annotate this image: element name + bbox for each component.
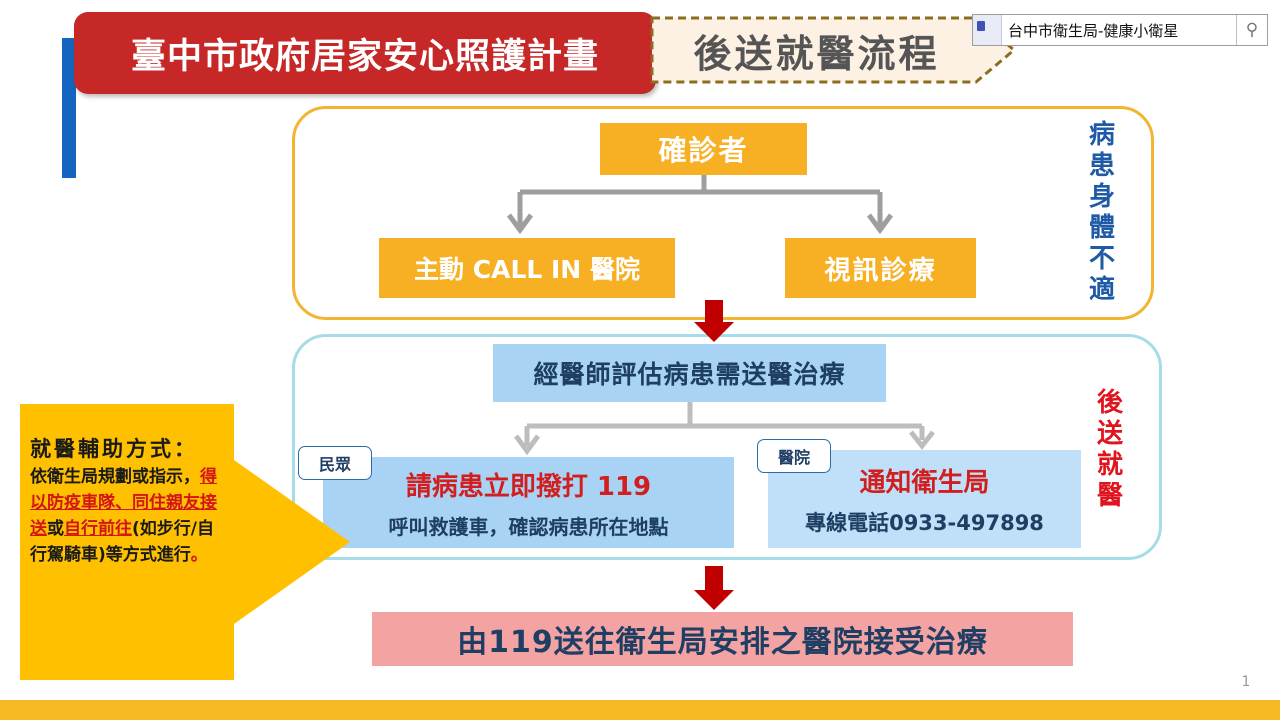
title-accent-bar [62, 38, 76, 178]
side-char: 身 [1088, 182, 1115, 212]
callout-arrow-shape [20, 404, 350, 680]
side-label-transfer: 後 送 就 醫 [1090, 388, 1130, 512]
search-box[interactable]: 台中市衛生局-健康小衛星 ⚲ [972, 14, 1268, 46]
side-char: 後 [1096, 388, 1123, 418]
callout-highlight-1: 得以防疫車隊、同住親友接送 [30, 467, 217, 539]
box-call-in-hospital: 主動 CALL IN 醫院 [379, 238, 675, 298]
callout-text-mid: 或 [47, 519, 64, 539]
box-confirmed-case: 確診者 [600, 123, 807, 175]
side-char: 醫 [1096, 481, 1123, 511]
callout-highlight-2: 自行前往 [64, 519, 132, 539]
side-label-symptoms: 病 患 身 體 不 適 [1082, 120, 1122, 306]
callout-text-post: (如步行/自行駕騎車)等方式進行 [30, 519, 214, 565]
hospital-desc: 專線電話0933-497898 [805, 510, 1044, 535]
side-char: 患 [1088, 151, 1115, 181]
side-char: 就 [1096, 450, 1123, 480]
subtitle-banner [650, 16, 1017, 84]
side-char: 送 [1096, 419, 1123, 449]
page-number: 1 [1241, 674, 1251, 690]
page-title: 臺中市政府居家安心照護計畫 [74, 12, 656, 94]
page-subtitle: 後送就醫流程 [693, 31, 940, 76]
callout-assist-methods: 就醫輔助方式： 依衛生局規劃或指示，得以防疫車隊、同住親友接送或自行前往(如步行/… [30, 436, 230, 666]
side-char: 適 [1088, 275, 1115, 305]
callout-text-end: 。 [190, 545, 208, 565]
red-arrow-2 [694, 566, 734, 610]
box-doctor-evaluation: 經醫師評估病患需送醫治療 [493, 344, 886, 402]
hospital-title: 通知衛生局 [859, 467, 990, 498]
side-char: 不 [1088, 244, 1115, 274]
bottom-accent-bar [0, 700, 1280, 720]
callout-text-pre: 依衛生局規劃或指示， [30, 467, 200, 487]
tag-hospital: 醫院 [757, 439, 831, 473]
callout-title: 就醫輔助方式： [30, 437, 198, 461]
search-icon[interactable]: ⚲ [1236, 15, 1267, 45]
search-text[interactable]: 台中市衛生局-健康小衛星 [1008, 21, 1179, 40]
side-char: 病 [1088, 120, 1115, 150]
box-public-action: 請病患立即撥打 119 呼叫救護車，確認病患所在地點 [323, 457, 734, 548]
box-video-consult: 視訊診療 [785, 238, 976, 298]
public-title: 請病患立即撥打 119 [405, 471, 652, 502]
box-final-treatment: 由119送往衛生局安排之醫院接受治療 [372, 612, 1073, 666]
public-desc: 呼叫救護車，確認病患所在地點 [388, 514, 669, 539]
tag-public: 民眾 [298, 446, 372, 480]
search-tab-icon [973, 15, 1002, 45]
side-char: 體 [1088, 213, 1115, 243]
